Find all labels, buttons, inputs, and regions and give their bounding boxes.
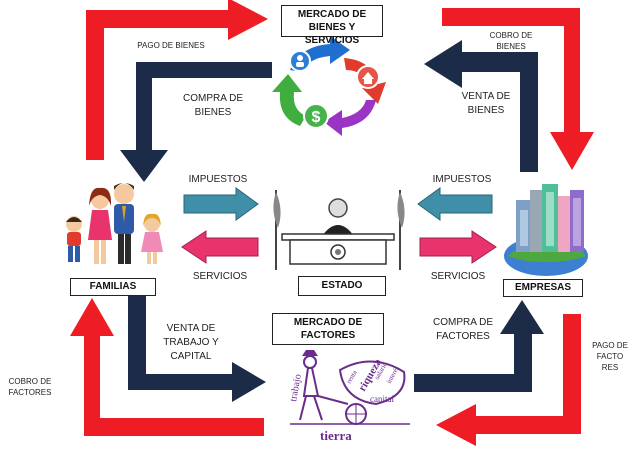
cobro-de-bienes-label: COBRO DE BIENES <box>489 31 533 51</box>
word-tierra: tierra <box>320 428 352 443</box>
companies-illustration <box>504 184 588 276</box>
companies-box: EMPRESAS <box>503 279 583 297</box>
impuestos-left-label: IMPUESTOS <box>188 174 248 185</box>
venta-de-bienes-label: VENTA DE BIENES <box>461 91 511 116</box>
impuestos-left-arrow <box>183 187 259 221</box>
state-illustration <box>273 190 405 270</box>
compra-de-bienes-label: COMPRA DE BIENES <box>182 93 243 118</box>
servicios-right-label: SERVICIOS <box>430 271 486 282</box>
venta-trabajo-label: VENTA DE TRABAJO Y CAPITAL <box>163 323 219 362</box>
servicios-left-arrow <box>181 230 259 264</box>
real-flow-arrows <box>120 40 544 402</box>
state-box: ESTADO <box>298 276 386 296</box>
factors-market-label: MERCADO DE FACTORES <box>293 317 363 341</box>
goods-market-cycle-illustration: $ <box>272 36 386 136</box>
compra-de-factores-label: COMPRA DE FACTORES <box>432 317 493 342</box>
families-label: FAMILIAS <box>89 281 137 292</box>
word-trabajo: trabajo <box>288 373 304 402</box>
family-illustration <box>66 183 163 264</box>
factors-market-box: MERCADO DE FACTORES <box>272 313 384 345</box>
factors-market-illustration: trabajo riqueza renta salario interés ca… <box>288 350 410 443</box>
cobro-de-bienes-arrow <box>442 8 594 170</box>
cycle-arrow-purple <box>324 100 376 136</box>
word-capital: capital <box>370 394 394 404</box>
cycle-arrow-red <box>344 58 386 104</box>
pago-de-bienes-label: PAGO DE BIENES <box>137 41 205 50</box>
cycle-arrow-green <box>272 74 306 126</box>
cobro-de-factores-label: COBRO DE FACTORES <box>8 377 52 397</box>
families-box: FAMILIAS <box>70 278 156 296</box>
money-flow-arrows <box>70 0 594 446</box>
pago-de-bienes-arrow <box>86 0 268 160</box>
goods-market-label: MERCADO DE BIENES Y SERVICIOS <box>297 9 367 46</box>
dollar-sign: $ <box>312 109 321 126</box>
compra-de-bienes-arrow <box>120 62 272 182</box>
impuestos-right-label: IMPUESTOS <box>432 174 492 185</box>
pago-de-factores-label: PAGO DE FACTO RES <box>592 341 628 372</box>
state-label: ESTADO <box>321 280 363 291</box>
venta-de-bienes-arrow <box>424 40 538 172</box>
compra-de-factores-arrow <box>414 300 544 392</box>
pago-de-factores-arrow <box>436 314 581 446</box>
venta-trabajo-arrow <box>128 296 266 402</box>
dollar-icon <box>303 103 329 129</box>
impuestos-right-arrow <box>417 187 493 221</box>
goods-market-box: MERCADO DE BIENES Y SERVICIOS <box>281 5 383 46</box>
cobro-de-factores-arrow <box>70 298 264 436</box>
servicios-left-label: SERVICIOS <box>192 271 248 282</box>
state-arrows <box>181 187 497 264</box>
servicios-right-arrow <box>419 230 497 264</box>
companies-label: EMPRESAS <box>514 282 572 293</box>
